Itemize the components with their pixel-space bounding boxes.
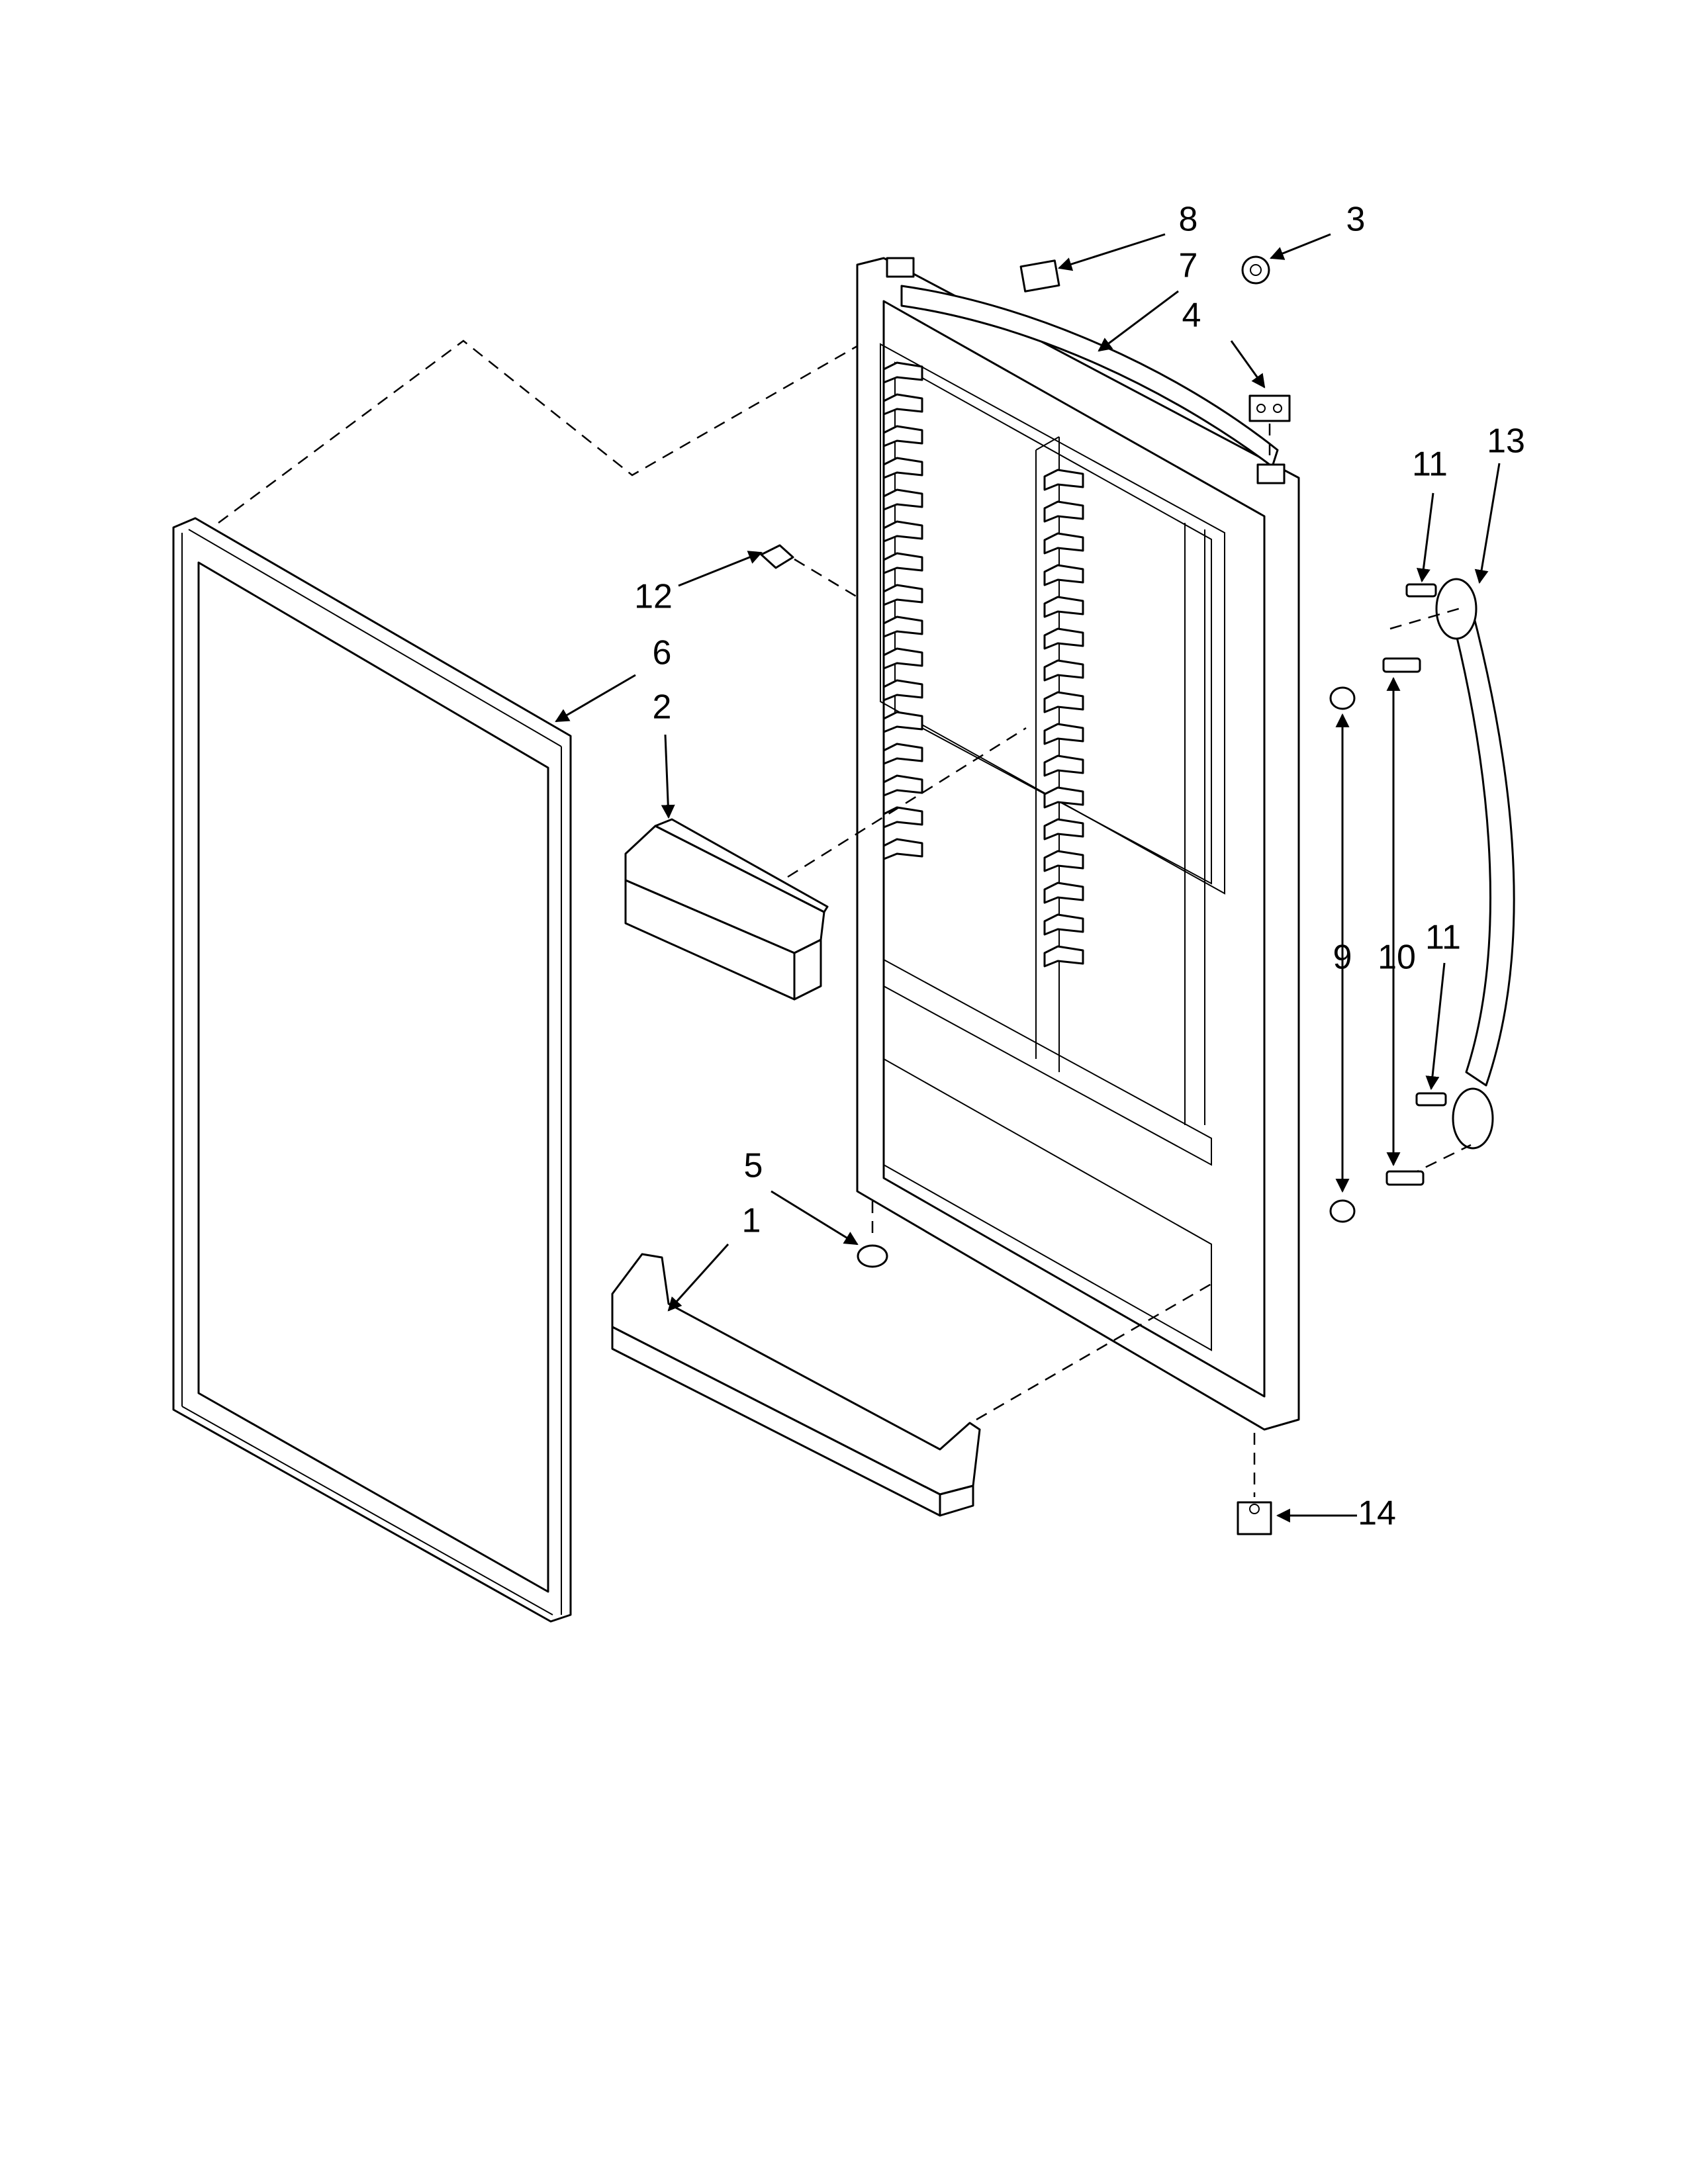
shelf-rail-tab: [882, 488, 923, 511]
shelf-rail-tab: [1043, 532, 1084, 555]
shelf-rail-tab: [1043, 818, 1084, 841]
shelf-rail-tab: [1043, 627, 1084, 650]
callout-4: 4: [1182, 296, 1201, 335]
callout-8: 8: [1179, 201, 1198, 239]
shelf-rail-tab: [882, 679, 923, 702]
label-plate: [1019, 259, 1060, 293]
screw-lower: [1415, 1092, 1447, 1107]
callout-12: 12: [634, 578, 673, 616]
shelf-rail-tab: [1043, 500, 1084, 523]
shelf-rail-tab: [882, 425, 923, 447]
shelf-rail-tab: [882, 520, 923, 543]
shelf-rail-tab: [882, 647, 923, 670]
callout-13: 13: [1487, 422, 1525, 461]
shelf-rail-tab: [882, 393, 923, 416]
shelf-rail-tab: [1043, 469, 1084, 491]
shelf-rail-left: [882, 361, 923, 860]
shelf-rail-tab: [1043, 659, 1084, 682]
callout-10: 10: [1378, 938, 1416, 977]
handle-stud-lower: [1385, 1170, 1425, 1186]
bumper: [857, 1201, 888, 1268]
door-top-trim: [900, 285, 1279, 468]
shelf-rail-tab: [882, 584, 923, 606]
shelf-rail-center: [1043, 469, 1084, 968]
assembly-line-gasket: [218, 330, 884, 524]
callout-5: 5: [744, 1147, 763, 1185]
hinge-cap: [1241, 255, 1270, 285]
top-hinge-left: [886, 257, 915, 278]
screw-upper: [1405, 583, 1437, 598]
handle-stud-upper: [1382, 657, 1421, 673]
shelf-rail-tab: [1043, 786, 1084, 809]
shelf-rail-tab: [882, 552, 923, 574]
door-handle: [1435, 578, 1515, 1150]
callout-3: 3: [1346, 201, 1366, 239]
callout-11-upper: 11: [1412, 445, 1448, 484]
top-hinge-bracket: [1248, 394, 1291, 422]
shelf-rail-tab: [1043, 596, 1084, 618]
top-hinge-right: [1256, 463, 1286, 484]
spacer-lower: [1329, 1199, 1356, 1223]
door-clip: [760, 544, 794, 569]
shelf-rail-tab: [882, 774, 923, 797]
shelf-rail-tab: [882, 838, 923, 860]
shelf-rail-tab: [1043, 882, 1084, 904]
callout-14: 14: [1358, 1494, 1396, 1533]
callout-7: 7: [1179, 247, 1198, 285]
shelf-rail-tab: [1043, 913, 1084, 936]
bottom-hinge: [1237, 1501, 1272, 1535]
shelf-rail-tab: [882, 711, 923, 733]
shelf-rail-tab: [1043, 754, 1084, 777]
shelf-rail-tab: [1043, 945, 1084, 968]
shelf-rail-tab: [882, 806, 923, 829]
callout-11-lower: 11: [1425, 919, 1461, 957]
large-door-bin: [611, 1253, 981, 1517]
shelf-rail-tab: [882, 361, 923, 384]
door-liner: [856, 257, 1300, 1431]
shelf-rail-tab: [1043, 850, 1084, 872]
shelf-rail-tab: [882, 615, 923, 638]
shelf-rail-tab: [1043, 723, 1084, 745]
shelf-rail-tab: [1043, 564, 1084, 586]
callout-1: 1: [742, 1202, 761, 1240]
callout-9: 9: [1333, 938, 1352, 977]
small-door-bin: [624, 818, 829, 1001]
callout-6: 6: [653, 634, 672, 672]
shelf-rail-tab: [1043, 691, 1084, 713]
shelf-rail-tab: [882, 743, 923, 765]
callout-2: 2: [653, 688, 672, 727]
door-gasket: [172, 517, 572, 1623]
spacer-upper: [1329, 686, 1356, 710]
shelf-rail-tab: [882, 457, 923, 479]
